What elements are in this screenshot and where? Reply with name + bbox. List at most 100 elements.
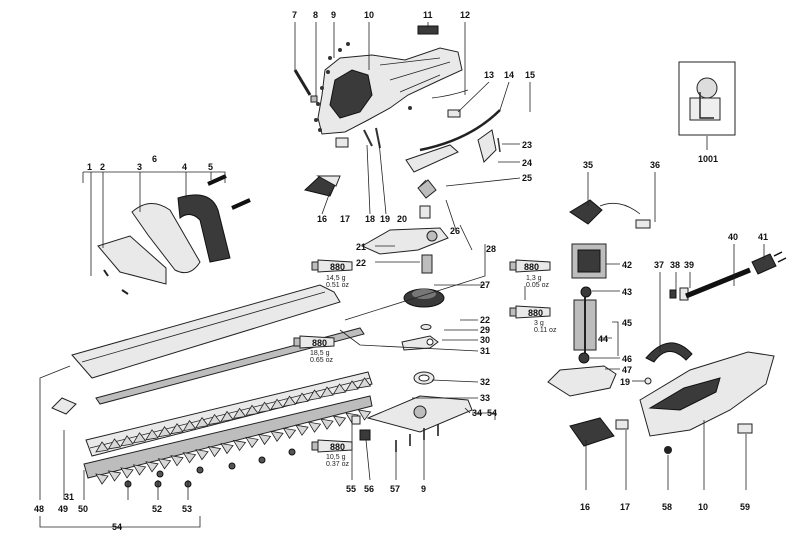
stator-part-42 [571,243,607,279]
spring-part-22 [421,254,433,274]
support-bar-part-31 [95,327,365,405]
part-label-18: 18 [365,214,375,224]
small-part-19-right [644,377,652,385]
grease-tube-g2: 880 1,3 g 0.05 oz [509,259,551,289]
part-label-36: 36 [650,160,660,170]
blade-tooth [257,401,272,413]
part-label-56: 56 [364,484,374,494]
part-label-55: 55 [346,484,356,494]
bearing-part-43 [580,286,592,298]
gear-plate-part-21 [360,227,449,255]
grease-weight-g1: 14,5 g [326,275,346,282]
blade-tooth [332,415,347,427]
drive-plate-part-34 [366,395,473,433]
part-label-10-right: 10 [698,502,708,512]
blade-tooth [157,426,172,438]
screw-part-1 [103,269,129,295]
grease-tube-g5: 880 10,5 g 0.37 oz [311,439,353,468]
blade-tooth [107,438,122,450]
blade-tooth [195,416,209,429]
blade-tooth [320,418,334,430]
lever-part-24 [477,129,497,163]
blade-tooth [357,409,372,421]
part-label-13: 13 [484,70,494,80]
blade-tooth [145,461,159,473]
part-label-48: 48 [34,504,44,514]
grease-weight-oz-g4: 0.65 oz [310,357,333,364]
switch-part-36 [635,219,651,229]
part-label-30: 30 [480,335,490,345]
part-label-31-lower: 31 [64,492,74,502]
fastener [156,470,164,478]
part-label-54-lower: 54 [112,522,122,532]
blade-tooth [270,430,284,443]
blade-tooth [270,398,284,410]
part-label-10: 10 [364,10,374,20]
block-part-17 [335,137,349,148]
blade-tip-part-49 [51,397,77,415]
hand-guard-part-4 [177,194,231,263]
part-label-52: 52 [152,504,162,514]
part-label-24: 24 [522,158,532,168]
part-label-8: 8 [313,10,318,20]
part-label-1001: 1001 [698,154,718,164]
blade-tooth [257,433,272,446]
cable-part-12 [431,89,469,99]
grease-weight-g2: 1,3 g [526,275,542,282]
fastener-set-part-52-53 [124,448,296,488]
part-label-43: 43 [622,287,632,297]
washer-part-29 [420,324,432,330]
grease-weight-g5: 10,5 g [326,454,346,461]
blade-tooth [145,429,159,441]
strain-relief-part-38 [669,289,677,299]
blade-tooth [195,449,209,461]
part-label-35: 35 [583,160,593,170]
grease-tube-g1: 880 14,5 g 0.51 oz [311,259,353,289]
part-label-54: 54 [487,408,497,418]
grease-weight-oz-g3: 0.11 oz [534,327,557,334]
part-label-29: 29 [480,325,490,335]
blade-tooth [295,392,309,404]
switch-part-25 [417,179,437,199]
part-label-39: 39 [684,260,694,270]
hand-guard-part-3 [131,203,201,274]
pin-part-7 [293,69,312,96]
grease-code-g5: 880 [330,442,345,452]
small-spring-part-23 [497,137,501,153]
grease-weight-oz-g5: 0.37 oz [326,461,349,468]
clip-part-56 [359,429,371,441]
part-label-11: 11 [423,10,433,20]
blade-tooth [120,467,134,479]
fan-housing-part-47 [547,365,617,397]
blade-tooth [245,436,259,449]
part-label-1: 1 [87,162,92,172]
grease-code-g3: 880 [528,308,543,318]
part-label-16-right: 16 [580,502,590,512]
blade-tooth [332,383,347,395]
gear-part-27 [403,288,445,308]
part-label-27: 27 [480,280,490,290]
blade-tooth [132,464,147,476]
part-label-17: 17 [340,214,350,224]
part-label-42: 42 [622,260,632,270]
part-label-14: 14 [504,70,514,80]
blade-tooth [282,395,297,407]
nut-part-8 [310,95,318,103]
part-label-47: 47 [622,365,632,375]
small-block-part-55 [351,415,361,425]
block-part-17-right [615,419,629,430]
blade-tooth [157,458,172,470]
eccentric-part-30 [401,335,439,351]
part-label-57: 57 [390,484,400,494]
drive-ring-part-32 [413,371,435,385]
blade-tooth [207,446,222,458]
part-label-46: 46 [622,354,632,364]
part-label-15: 15 [525,70,535,80]
blade-tooth [132,432,147,444]
grease-code-g4: 880 [312,338,327,348]
blade-tooth [320,386,334,398]
part-label-23: 23 [522,140,532,150]
blade-tooth [182,419,197,432]
part-label-40: 40 [728,232,738,242]
